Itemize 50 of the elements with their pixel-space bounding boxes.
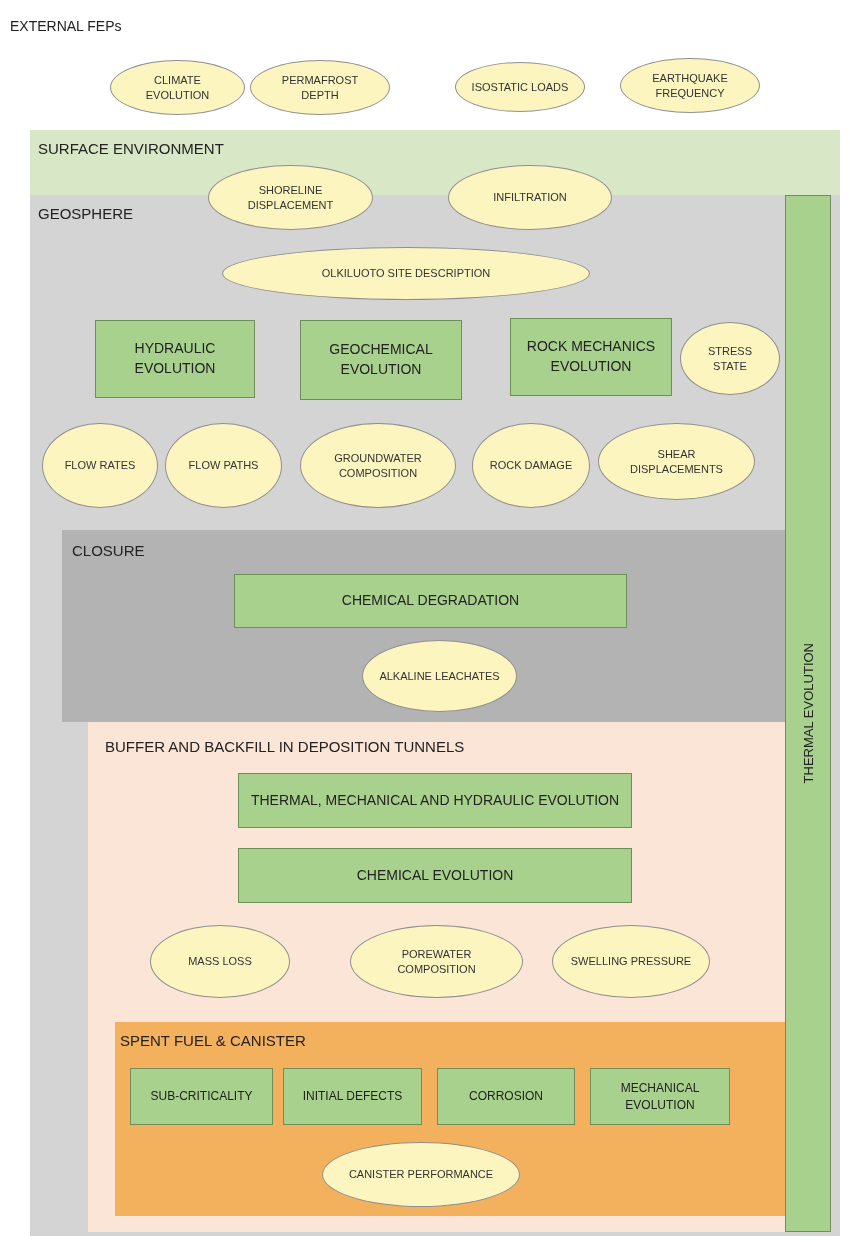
process-box <box>130 1068 273 1125</box>
fep-label: MASS LOSS <box>188 954 252 969</box>
process-box <box>437 1068 575 1125</box>
section-heading: EXTERNAL FEPs <box>10 18 122 34</box>
process-box <box>283 1068 422 1125</box>
fep-label: EARTHQUAKE FREQUENCY <box>651 70 729 101</box>
fep-label: INFILTRATION <box>493 190 567 205</box>
fep-label: STRESS STATE <box>707 343 753 374</box>
region-panel <box>30 195 840 1236</box>
region-panel <box>115 1022 785 1216</box>
region-heading: GEOSPHERE <box>38 205 134 222</box>
process-box <box>95 320 255 398</box>
process-label: MECHANICAL EVOLUTION <box>619 1079 701 1114</box>
fep-label: PERMAFROST DEPTH <box>280 72 360 103</box>
process-label: THERMAL EVOLUTION <box>800 643 816 784</box>
region-heading: SURFACE ENVIRONMENT <box>38 140 224 157</box>
fep-label: SWELLING PRESSURE <box>570 954 692 969</box>
fep-label: ROCK DAMAGE <box>489 458 573 473</box>
fep-label: FLOW PATHS <box>188 458 259 473</box>
fep-label: SHORELINE DISPLACEMENT <box>246 182 335 213</box>
process-box <box>590 1068 730 1125</box>
vertical-bar <box>785 195 831 1232</box>
fep-label: FLOW RATES <box>64 458 136 473</box>
fep-label: OLKILUOTO SITE DESCRIPTION <box>321 266 491 281</box>
process-box <box>510 318 672 396</box>
region-heading: SPENT FUEL & CANISTER <box>120 1032 306 1049</box>
fep-label: ISOSTATIC LOADS <box>471 79 569 95</box>
fep-label: SHEAR DISPLACEMENTS <box>629 446 724 477</box>
process-label: GEOCHEMICAL EVOLUTION <box>328 340 434 379</box>
fep-label: CANISTER PERFORMANCE <box>348 1167 494 1182</box>
process-box <box>238 773 632 828</box>
region-panel <box>88 722 785 1232</box>
process-box <box>300 320 462 400</box>
process-label: CORROSION <box>469 1088 543 1105</box>
process-label: SUB-CRITICALITY <box>150 1088 253 1105</box>
fep-label: POREWATER COMPOSITION <box>396 946 477 977</box>
process-label: HYDRAULIC EVOLUTION <box>133 339 217 378</box>
process-label: CHEMICAL DEGRADATION <box>341 591 520 611</box>
process-box <box>238 848 632 903</box>
fep-label: GROUNDWATER COMPOSITION <box>333 450 423 481</box>
region-heading: BUFFER AND BACKFILL IN DEPOSITION TUNNELS <box>105 738 465 755</box>
fep-label: ALKALINE LEACHATES <box>379 668 500 684</box>
fep-label: CLIMATE EVOLUTION <box>144 72 211 103</box>
process-label: ROCK MECHANICS EVOLUTION <box>525 337 657 376</box>
process-label: THERMAL, MECHANICAL AND HYDRAULIC EVOLUTION <box>250 790 620 810</box>
region-heading: CLOSURE <box>72 542 145 559</box>
process-label: INITIAL DEFECTS <box>302 1088 403 1105</box>
region-panel <box>62 530 785 722</box>
process-label: CHEMICAL EVOLUTION <box>356 865 514 885</box>
process-box <box>234 574 627 628</box>
